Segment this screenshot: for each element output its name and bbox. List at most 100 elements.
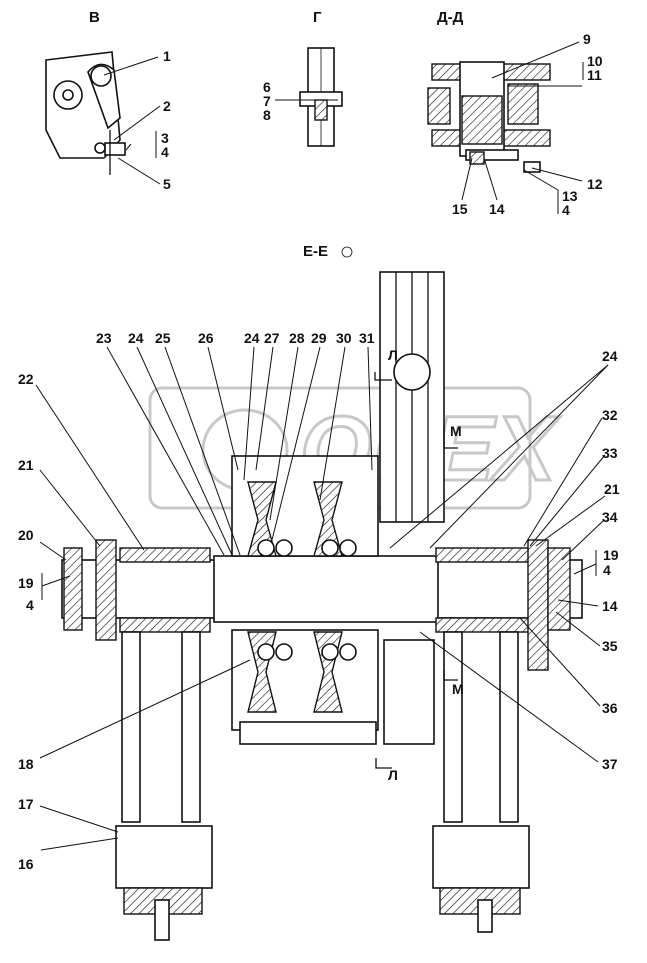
callout-23: 23 [96, 330, 112, 346]
upper-pulley-right [313, 481, 343, 557]
view-b-bolt-head [104, 142, 126, 156]
view-b-hub-bore [62, 89, 74, 101]
callout-24-b: 24 [244, 330, 260, 346]
view-b-lever-eye [90, 65, 112, 87]
view-b-title: В [89, 9, 100, 26]
leader-24c-2 [429, 364, 609, 549]
leader-31 [367, 346, 373, 471]
callout-14-view-dd: 14 [489, 201, 505, 217]
callout-21-right: 21 [604, 481, 620, 497]
bearing-ball-5 [257, 643, 275, 661]
leader-14-main [557, 599, 599, 607]
dd-shaft-section [461, 95, 503, 145]
leader-37 [419, 631, 599, 763]
leader-18 [39, 659, 251, 759]
leader-32 [523, 417, 603, 547]
callout-33: 33 [602, 445, 618, 461]
lower-sprocket-block [383, 639, 435, 745]
callout-28: 28 [289, 330, 305, 346]
main-assembly [61, 271, 583, 941]
view-b: В [45, 9, 126, 175]
callout-19-right: 19 [603, 547, 619, 563]
dd-nut [469, 151, 485, 165]
dd-screw [523, 161, 541, 173]
leader-16 [40, 837, 119, 851]
callout-13: 13 [562, 188, 578, 204]
callouts: 1 2 3 4 5 6 7 8 9 10 11 12 13 4 14 15 16… [18, 31, 620, 872]
view-dd-title: Д-Д [437, 9, 464, 26]
left-arm-outer [121, 631, 141, 823]
callout-7: 7 [263, 93, 271, 109]
leader-26 [207, 346, 239, 471]
left-hub [95, 539, 117, 641]
dd-washer [465, 149, 519, 161]
bearing-ball-3 [321, 539, 339, 557]
callout-34: 34 [602, 509, 618, 525]
leader-lines [35, 41, 609, 851]
callout-5: 5 [163, 176, 171, 192]
callout-27: 27 [264, 330, 280, 346]
leader-12 [531, 167, 583, 182]
section-mark-m-top: М [450, 423, 462, 439]
leader-23 [106, 346, 225, 556]
left-arm-inner [181, 631, 201, 823]
callout-18: 18 [18, 756, 34, 772]
callout-24-a: 24 [128, 330, 144, 346]
leader-14-top [483, 157, 498, 201]
leader-28 [269, 346, 299, 521]
callout-22: 22 [18, 371, 34, 387]
leader-25 [164, 346, 241, 556]
section-mark-l-bottom: Л [388, 767, 398, 783]
leader-29 [271, 346, 321, 541]
leader-24a [136, 346, 233, 556]
leader-13-4 [523, 169, 559, 191]
bearing-ball-6 [275, 643, 293, 661]
left-foot [115, 825, 213, 889]
leader-19-4-left [41, 575, 71, 587]
callout-25: 25 [155, 330, 171, 346]
left-lower-sleeve [119, 617, 211, 633]
leader-19-4-right [573, 563, 597, 575]
right-foot-post [477, 899, 493, 933]
callout-3: 3 [161, 130, 169, 146]
callout-35: 35 [602, 638, 618, 654]
view-dd: Д-Д [427, 9, 551, 173]
callout-9: 9 [583, 31, 591, 47]
right-arm-outer [499, 631, 519, 823]
leader-22 [35, 384, 145, 551]
view-ee-title: Е-Е [303, 243, 328, 260]
callout-14-main: 14 [602, 598, 618, 614]
leader-17 [39, 805, 119, 833]
left-upper-sleeve [119, 547, 211, 563]
callout-11: 11 [587, 67, 602, 83]
leader-24c-1 [389, 364, 609, 549]
callout-10: 10 [587, 53, 603, 69]
callout-8: 8 [263, 107, 271, 123]
shaft-center-section [213, 555, 439, 623]
callout-17: 17 [18, 796, 34, 812]
leader-15 [461, 157, 473, 201]
bearing-ball-8 [339, 643, 357, 661]
callout-37: 37 [602, 756, 618, 772]
chain-sprocket [393, 353, 431, 391]
callout-20: 20 [18, 527, 34, 543]
callout-4-right: 4 [603, 562, 611, 578]
callout-24-c: 24 [602, 348, 618, 364]
leader-35 [555, 611, 601, 647]
leader-21-left [39, 469, 101, 547]
callout-12: 12 [587, 176, 603, 192]
view-g: Г [299, 9, 343, 147]
leader-5 [117, 157, 161, 185]
leader-33 [529, 454, 606, 547]
callout-36: 36 [602, 700, 618, 716]
callout-31: 31 [359, 330, 375, 346]
leader-9 [491, 41, 580, 79]
bearing-ball-2 [275, 539, 293, 557]
callout-15: 15 [452, 201, 468, 217]
callout-4-view-dd: 4 [562, 202, 570, 218]
leader-24b [243, 346, 255, 481]
callout-29: 29 [311, 330, 327, 346]
callout-4-left: 4 [26, 597, 34, 613]
section-marks: Л М М Л [374, 347, 464, 783]
